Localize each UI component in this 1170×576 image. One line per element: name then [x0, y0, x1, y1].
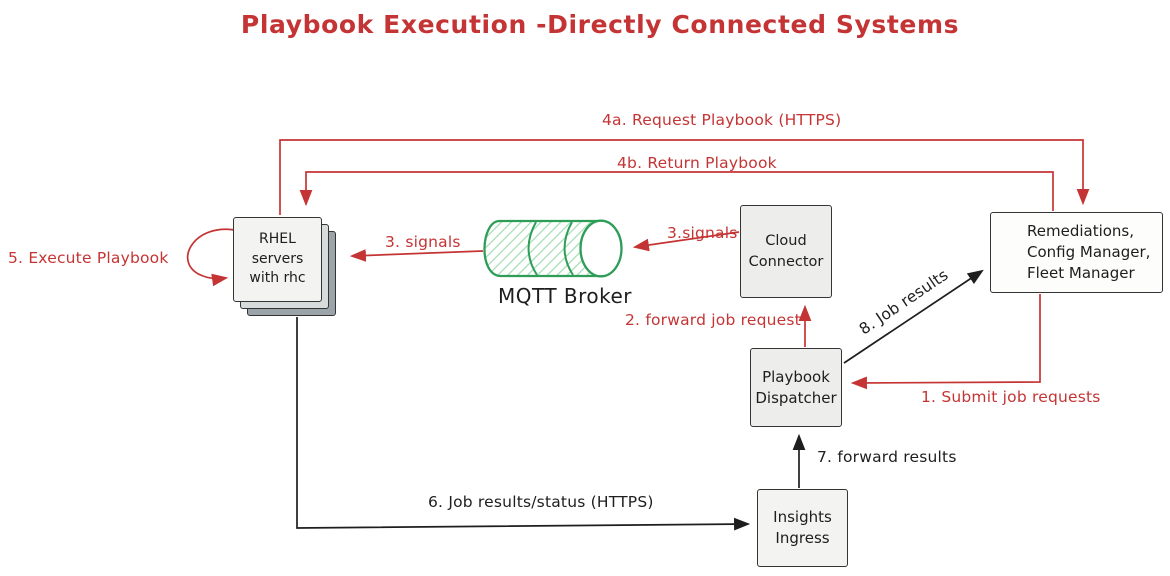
node-cloud-connector-line: Connector	[748, 253, 824, 270]
node-cloud-connector-line: Cloud	[765, 233, 807, 250]
edge-label-1-submit-job-requests: 1. Submit job requests	[921, 388, 1101, 406]
edge-label-4b-return-playbook: 4b. Return Playbook	[617, 154, 777, 172]
edge-label-6-job-results-status: 6. Job results/status (HTTPS)	[428, 493, 654, 511]
node-insights-ingress: Insights Ingress	[757, 489, 848, 567]
node-remediations-line: Config Manager,	[1027, 243, 1151, 261]
diagram-title: Playbook Execution -Directly Connected S…	[240, 10, 960, 39]
edge-label-2-forward-job-request: 2. forward job request	[625, 311, 801, 329]
node-remediations-line: Remediations,	[1027, 222, 1135, 240]
node-cloud-connector: Cloud Connector	[740, 205, 832, 298]
edge-label-7-forward-results: 7. forward results	[817, 448, 957, 466]
node-remediations-line: Fleet Manager	[1027, 264, 1135, 282]
node-playbook-dispatcher-line: Dispatcher	[755, 388, 837, 407]
node-insights-ingress-line: Insights	[773, 508, 832, 526]
edge-label-3-signals-broker: 3. signals	[385, 233, 461, 251]
mqtt-broker-cylinder	[483, 219, 623, 278]
node-rhel-servers: RHEL servers with rhc	[233, 217, 322, 302]
arrow-1-submit-job-requests	[850, 294, 1041, 390]
node-playbook-dispatcher: Playbook Dispatcher	[750, 348, 842, 427]
node-rhel-line: with rhc	[249, 270, 306, 287]
node-insights-ingress-line: Ingress	[775, 529, 830, 547]
edge-label-3-signals-connector: 3.signals	[667, 224, 738, 242]
mqtt-broker-label: MQTT Broker	[497, 284, 633, 308]
edge-label-5-execute-playbook: 5. Execute Playbook	[8, 249, 169, 267]
arrow-6-job-results-status	[296, 317, 751, 531]
arrow-3-signals-connector-to-broker	[632, 231, 740, 252]
node-rhel-line: servers	[251, 250, 304, 267]
node-playbook-dispatcher-line: Playbook	[762, 367, 830, 386]
arrow-8-job-results	[843, 269, 984, 364]
arrow-4a-request-playbook	[279, 139, 1090, 215]
node-rhel-line: RHEL	[259, 231, 296, 248]
arrow-3-signals-broker-to-servers	[349, 249, 484, 262]
arrow-4b-return-playbook	[299, 171, 1054, 211]
arrow-5-execute-playbook-loop	[186, 228, 241, 287]
node-remediations: Remediations, Config Manager, Fleet Mana…	[990, 212, 1163, 293]
edge-label-4a-request-playbook: 4a. Request Playbook (HTTPS)	[602, 111, 842, 129]
